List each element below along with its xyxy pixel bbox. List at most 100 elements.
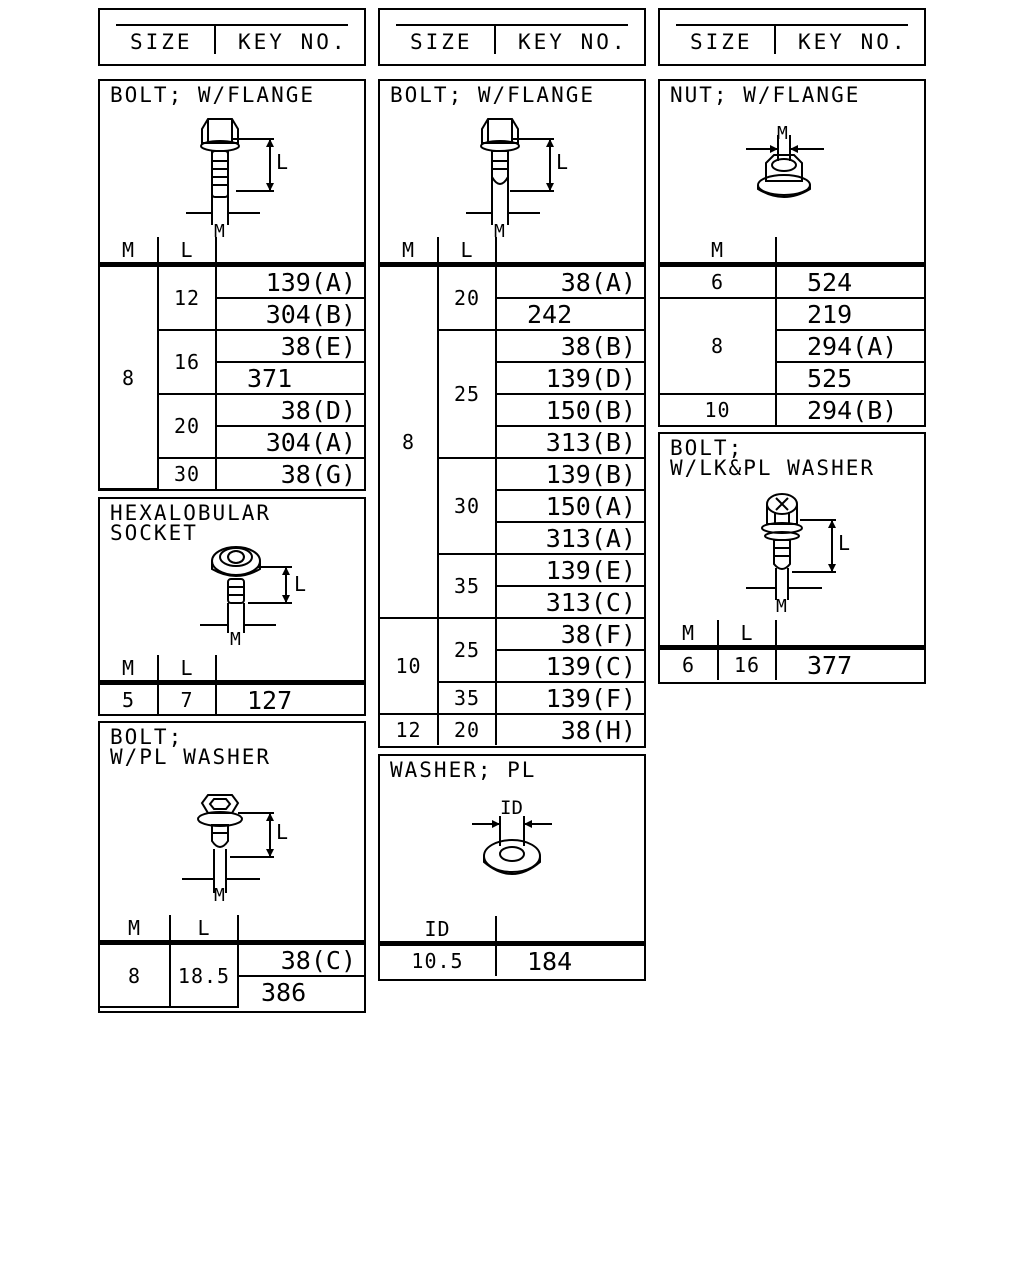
col-l-header: L <box>169 915 239 945</box>
washer-bolt-icon: L M <box>182 794 288 906</box>
key-no-cell: 386 <box>238 975 364 1007</box>
m-value: 8 <box>660 297 777 395</box>
key-no-cell: 242 <box>496 297 644 331</box>
part-title: NUT; W/FLANGE <box>670 83 861 107</box>
col-l-header: L <box>717 620 777 650</box>
col-m-header: M <box>100 655 159 685</box>
header-box-3: SIZE KEY NO. <box>658 8 926 66</box>
svg-text:M: M <box>494 221 505 239</box>
plain-washer-icon: ID <box>472 797 552 875</box>
l-value: 30 <box>158 457 217 489</box>
m-value: 10 <box>660 393 777 425</box>
l-value: 25 <box>437 617 497 683</box>
key-no-cell: 524 <box>775 263 924 299</box>
key-no-label: KEY NO. <box>238 30 348 54</box>
svg-text:M: M <box>214 885 225 906</box>
key-no-cell: 139(D) <box>496 361 644 395</box>
flange-nut-icon: M <box>746 123 824 198</box>
part-title: WASHER; PL <box>390 758 537 782</box>
key-no-cell: 219 <box>775 297 924 331</box>
l-value: 12 <box>157 263 217 331</box>
svg-text:M: M <box>230 629 241 649</box>
part-title: BOLT; W/LK&PL WASHER <box>670 436 876 480</box>
id-value: 10.5 <box>380 942 497 976</box>
l-value: 35 <box>438 553 497 619</box>
key-no-cell: 150(B) <box>496 393 644 427</box>
svg-text:L: L <box>556 150 568 174</box>
flange-bolt-icon: L M <box>186 118 288 239</box>
key-no-cell: 313(C) <box>496 585 644 619</box>
l-value: 16 <box>717 646 777 680</box>
col-m-header: M <box>100 915 171 945</box>
svg-text:L: L <box>276 820 288 844</box>
key-no-cell: 294(A) <box>776 329 924 363</box>
svg-text:M: M <box>777 123 788 144</box>
l-value: 25 <box>438 329 497 459</box>
key-no-cell: 38(E) <box>215 329 364 363</box>
m-value: 6 <box>660 646 719 680</box>
svg-text:L: L <box>294 572 306 596</box>
key-no-label: KEY NO. <box>798 30 908 54</box>
header-box-1: SIZE KEY NO. <box>98 8 366 66</box>
key-no-cell: 377 <box>775 646 924 680</box>
col-m-header: M <box>660 237 777 267</box>
m-value: 8 <box>380 263 439 619</box>
hexalobular-bolt-icon: L M <box>200 546 306 649</box>
part-title: HEXALOBULAR SOCKET <box>110 501 272 545</box>
key-no-cell: 304(A) <box>216 425 364 459</box>
key-no-cell: 38(C) <box>237 941 364 977</box>
l-value: 20 <box>437 263 497 331</box>
key-no-cell: 139(F) <box>495 681 644 715</box>
l-value: 20 <box>158 393 217 459</box>
key-no-cell: 313(A) <box>496 521 644 555</box>
part-title: BOLT; W/FLANGE <box>390 83 596 107</box>
key-no-cell: 38(A) <box>495 263 644 299</box>
key-no-cell: 525 <box>776 361 924 395</box>
col-id-header: ID <box>380 916 497 946</box>
svg-text:ID: ID <box>500 797 523 819</box>
m-value: 12 <box>380 713 439 745</box>
key-no-cell: 139(B) <box>495 457 644 491</box>
key-no-cell: 127 <box>215 681 364 715</box>
key-no-cell: 38(F) <box>495 617 644 651</box>
l-value: 16 <box>158 329 217 395</box>
part-title: BOLT; W/PL WASHER <box>110 725 272 769</box>
key-no-cell: 371 <box>216 361 364 395</box>
size-label: SIZE <box>690 30 753 54</box>
l-value: 30 <box>438 457 497 555</box>
header-box-2: SIZE KEY NO. <box>378 8 646 66</box>
col-m-header: M <box>380 237 439 267</box>
svg-text:L: L <box>838 531 850 555</box>
m-value: 5 <box>100 681 159 715</box>
m-value: 6 <box>660 263 777 299</box>
flange-bolt-icon: L M <box>466 118 568 239</box>
size-label: SIZE <box>130 30 193 54</box>
key-no-cell: 38(D) <box>215 393 364 427</box>
svg-text:L: L <box>276 150 288 174</box>
key-no-label: KEY NO. <box>518 30 628 54</box>
m-value: 10 <box>380 617 439 715</box>
m-value: 8 <box>100 263 159 490</box>
svg-text:M: M <box>214 221 225 239</box>
key-no-cell: 313(B) <box>496 425 644 459</box>
key-no-cell: 139(C) <box>496 649 644 683</box>
key-no-cell: 139(E) <box>495 553 644 587</box>
key-no-cell: 38(H) <box>495 713 644 745</box>
col-m-header: M <box>100 237 159 267</box>
col-m-header: M <box>660 620 719 650</box>
l-value: 7 <box>157 681 217 715</box>
l-value: 35 <box>438 681 497 715</box>
m-value: 8 <box>100 941 171 1008</box>
col-l-header: L <box>157 655 217 685</box>
